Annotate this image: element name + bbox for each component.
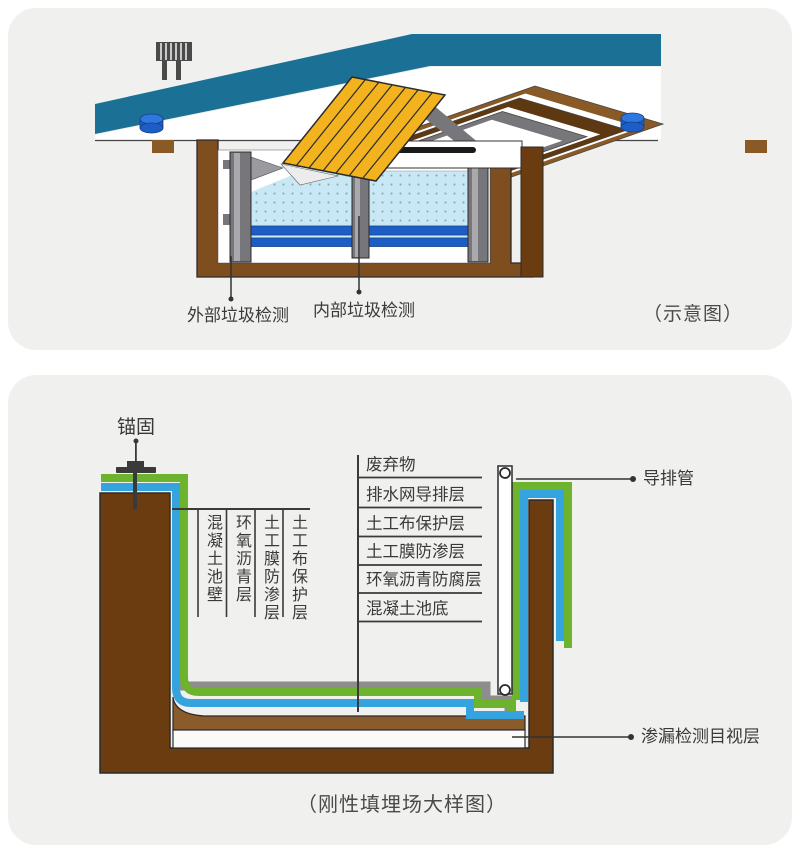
label-internal-detection: 内部垃圾检测 (313, 301, 415, 320)
label-external-detection: 外部垃圾检测 (187, 306, 289, 325)
caption-detail: （刚性填埋场大样图） (297, 794, 507, 816)
schematic-panel (8, 8, 792, 350)
label-anchor: 锚固 (117, 417, 156, 438)
label-drain-pipe: 导排管 (643, 469, 694, 488)
label-leak-layer: 渗漏检测目视层 (641, 727, 760, 746)
label-wall-layer-geotextile: 土工布保护层 (289, 514, 306, 622)
label-base-layer-waste: 废弃物 (366, 456, 416, 474)
caption-schematic: （示意图） (642, 304, 744, 325)
label-wall-layer-geomembrane: 土工膜防渗层 (261, 514, 278, 622)
label-base-layer-epoxy: 环氧沥青防腐层 (366, 571, 482, 589)
label-wall-layer-concrete: 混凝土池壁 (204, 514, 221, 604)
label-base-layer-geotextile: 土工布保护层 (366, 515, 465, 533)
label-base-layer-geomembrane: 土工膜防渗层 (366, 543, 465, 561)
label-wall-layer-epoxy: 环氧沥青层 (233, 514, 250, 604)
label-base-layer-drain-net: 排水网导排层 (366, 486, 465, 504)
label-base-layer-concrete-bottom: 混凝土池底 (366, 600, 449, 618)
